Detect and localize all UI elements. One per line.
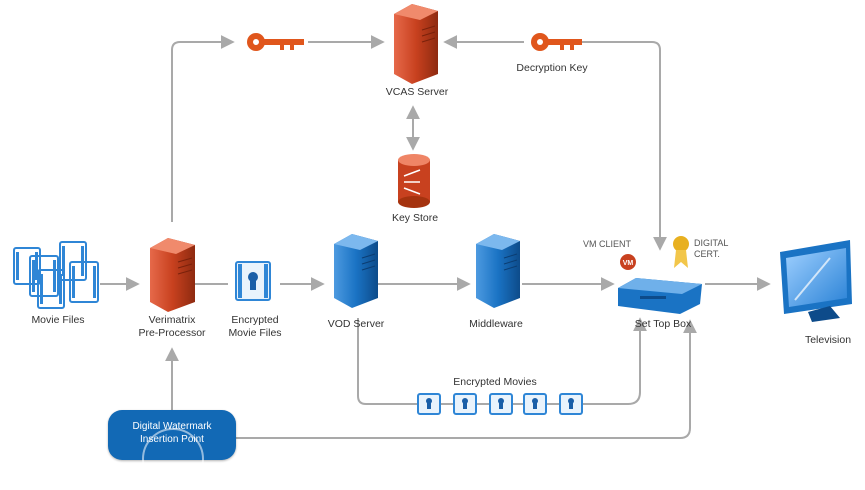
lock-file-icon: [417, 393, 441, 415]
watermark-line1: Digital Watermark: [132, 421, 212, 432]
set-top-box-icon: [618, 278, 702, 314]
label-digital-cert-line1: DIGITAL: [694, 238, 729, 248]
watermark-line2: Insertion Point: [140, 434, 204, 445]
certificate-icon: [673, 236, 689, 268]
label-digital-cert: DIGITAL CERT.: [694, 238, 728, 260]
blue-server-icon: [334, 234, 378, 308]
blue-server-icon: [476, 234, 520, 308]
label-encrypted-files-line2: Movie Files: [228, 327, 282, 339]
label-television: Television: [804, 334, 852, 346]
label-encrypted-files-line1: Encrypted: [231, 314, 279, 326]
label-vod-server: VOD Server: [327, 318, 385, 330]
label-preprocessor-line1: Verimatrix: [148, 314, 196, 326]
arrows: [100, 35, 771, 439]
flow-diagram: VM: [13, 4, 852, 439]
key-icon: [531, 33, 582, 51]
arrow-preprocessor-up: [171, 35, 235, 222]
lock-file-icon: [523, 393, 547, 415]
label-encrypted-movies: Encrypted Movies: [453, 376, 537, 388]
label-vm-client: VM CLIENT: [583, 239, 632, 249]
database-icon: [398, 154, 430, 208]
lock-file-icon: [489, 393, 513, 415]
label-key-store: Key Store: [391, 212, 439, 224]
label-middleware: Middleware: [469, 318, 523, 330]
watermark-insertion-badge: Digital Watermark Insertion Point: [108, 410, 236, 490]
label-preprocessor-line2: Pre-Processor: [138, 327, 206, 339]
label-digital-cert-line2: CERT.: [694, 249, 720, 259]
lock-file-icon: [453, 393, 477, 415]
label-encrypted-files: Encrypted Movie Files: [215, 314, 295, 340]
lock-file-icon: [559, 393, 583, 415]
label-movie-files: Movie Files: [31, 314, 85, 326]
arrow-stb-up: [580, 41, 661, 248]
vm-client-badge: [620, 254, 636, 270]
arrow-watermark-to-stb: [236, 319, 697, 439]
film-strip-icon: [13, 241, 99, 309]
key-icon: [247, 33, 304, 51]
label-preprocessor: Verimatrix Pre-Processor: [122, 314, 222, 340]
watermark-text: Digital Watermark Insertion Point: [108, 420, 236, 446]
label-set-top-box: Set Top Box: [634, 318, 692, 330]
lock-file-icon: [235, 261, 271, 301]
label-vcas-server: VCAS Server: [385, 86, 449, 98]
vm-badge-text: VM: [623, 260, 634, 267]
encrypted-movies-icons: [417, 393, 583, 415]
red-server-icon: [150, 238, 195, 312]
red-server-icon: [394, 4, 438, 84]
label-decryption-key: Decryption Key: [516, 62, 588, 74]
television-icon: [780, 240, 852, 322]
